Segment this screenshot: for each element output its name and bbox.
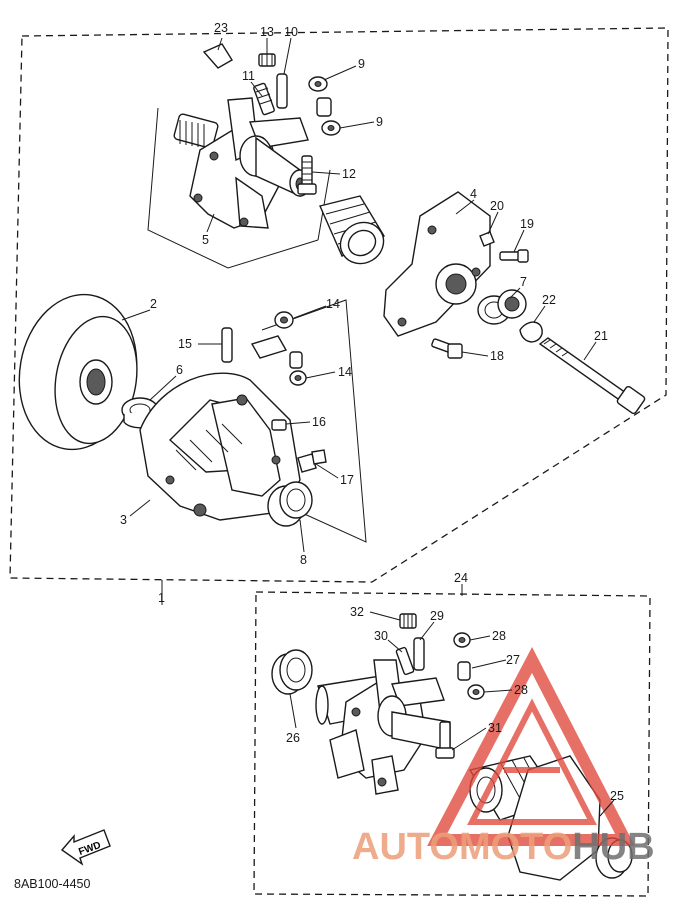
bolt-30 (395, 646, 415, 676)
callout-3: 3 (120, 513, 127, 527)
callout-7: 7 (520, 275, 527, 289)
cap-4 (383, 191, 491, 337)
callout-28a: 28 (492, 629, 506, 643)
fixed-sheave-2 (18, 293, 138, 451)
bolt-12 (297, 155, 317, 195)
bearing-7 (477, 289, 527, 325)
callout-2: 2 (150, 297, 157, 311)
screw-16 (271, 419, 287, 431)
bolt-11 (253, 82, 275, 116)
bearing-8 (267, 481, 313, 527)
callout-14b: 14 (338, 365, 352, 379)
weight-parts-14 (250, 311, 307, 386)
movable-sheave-3 (139, 372, 301, 521)
callout-8: 8 (300, 553, 307, 567)
fwd-arrow-icon: FWD (60, 829, 111, 866)
pin-15 (221, 327, 233, 363)
nut-32 (399, 613, 417, 629)
diagram-code: 8AB100-4450 (14, 877, 91, 891)
callout-10: 10 (284, 25, 298, 39)
callout-6: 6 (176, 363, 183, 377)
callout-labels: 23 13 10 11 9 9 12 5 4 20 19 7 22 21 18 … (120, 21, 624, 803)
callout-15: 15 (178, 337, 192, 351)
pin-10 (276, 73, 288, 109)
spider-sub-assembly (315, 659, 451, 795)
callout-9b: 9 (376, 115, 383, 129)
callout-19: 19 (520, 217, 534, 231)
callout-5: 5 (202, 233, 209, 247)
bolt-19 (499, 249, 529, 263)
callout-9a: 9 (358, 57, 365, 71)
watermark-logo (427, 647, 635, 846)
callout-13: 13 (260, 25, 274, 39)
callout-30: 30 (374, 629, 388, 643)
callout-29: 29 (430, 609, 444, 623)
spacer-9 (316, 97, 332, 117)
callout-32: 32 (350, 605, 364, 619)
callout-1: 1 (158, 591, 165, 605)
callout-21: 21 (594, 329, 608, 343)
bolt-18 (431, 338, 463, 359)
callout-12: 12 (342, 167, 356, 181)
bolt-31 (435, 721, 455, 759)
slider-23 (202, 43, 233, 69)
callout-26: 26 (286, 731, 300, 745)
rubber-boot (319, 195, 385, 265)
nut-13 (258, 53, 276, 67)
callout-18: 18 (490, 349, 504, 363)
callout-22: 22 (542, 293, 556, 307)
callout-4: 4 (470, 187, 477, 201)
callout-25: 25 (610, 789, 624, 803)
watermark-text: AUTOMOTOHUB (352, 826, 655, 868)
main-assembly-boundary (9, 27, 669, 583)
sub-assembly-24-boundary (253, 591, 651, 897)
nut-20 (479, 231, 495, 247)
leader-lines (121, 37, 615, 817)
callout-16: 16 (312, 415, 326, 429)
callout-17: 17 (340, 473, 354, 487)
callout-24: 24 (454, 571, 468, 585)
callout-27: 27 (506, 653, 520, 667)
callout-20: 20 (490, 199, 504, 213)
callout-14a: 14 (326, 297, 340, 311)
spider-assembly (173, 97, 311, 229)
sliders-17 (297, 449, 327, 473)
circlip-22 (519, 321, 543, 343)
spacer-27 (457, 661, 471, 681)
pin-29 (413, 637, 425, 671)
weight-subframe (261, 299, 367, 543)
callout-31: 31 (488, 721, 502, 735)
callout-11: 11 (242, 69, 255, 83)
callout-23: 23 (214, 21, 228, 35)
callout-28b: 28 (514, 683, 528, 697)
bearing-26 (271, 649, 313, 695)
long-bolt-21 (538, 337, 646, 415)
